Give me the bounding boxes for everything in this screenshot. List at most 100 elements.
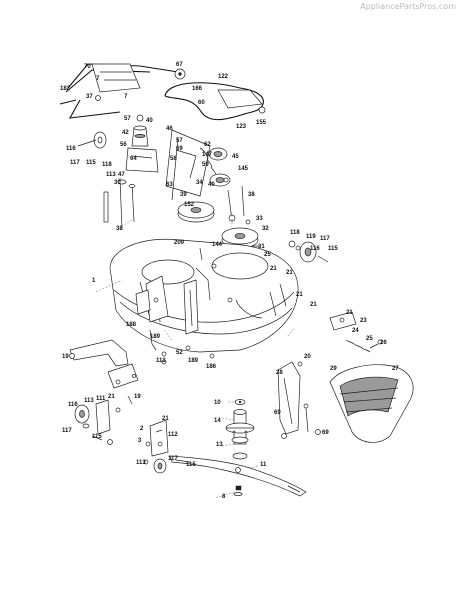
callout-2: 2 xyxy=(140,426,144,432)
callout-42: 42 xyxy=(122,130,129,136)
callout-188: 188 xyxy=(126,322,137,328)
callout-116: 116 xyxy=(68,402,78,408)
callout-7: 7 xyxy=(96,76,100,82)
callout-40: 40 xyxy=(208,182,215,188)
callout-19: 19 xyxy=(134,394,141,400)
callout-57: 57 xyxy=(176,138,183,144)
callout-116: 116 xyxy=(310,246,320,252)
callout-10: 10 xyxy=(214,400,221,406)
callout-189: 189 xyxy=(188,358,199,364)
watermark: AppliancePartsPros.com xyxy=(360,2,456,11)
callout-52: 52 xyxy=(176,350,183,356)
callout-27: 27 xyxy=(392,366,399,372)
callout-113: 113 xyxy=(84,398,94,404)
callout-39: 39 xyxy=(180,192,187,198)
upper-right-gauge-wheel xyxy=(288,240,329,263)
callout-155: 155 xyxy=(256,120,267,126)
callout-21: 21 xyxy=(286,270,293,276)
callout-64: 64 xyxy=(130,156,137,162)
callout-69: 69 xyxy=(322,430,329,436)
spindle-assembly xyxy=(225,399,255,460)
callout-30: 30 xyxy=(114,180,121,186)
callout-119: 119 xyxy=(306,234,316,240)
callout-25: 25 xyxy=(264,252,271,258)
callout-34: 34 xyxy=(196,180,203,186)
callout-166: 166 xyxy=(192,86,203,92)
callout-28: 28 xyxy=(276,370,283,376)
callout-40: 40 xyxy=(146,118,153,124)
callout-23: 23 xyxy=(360,318,367,324)
idler-arm-assembly xyxy=(77,114,159,231)
callout-21: 21 xyxy=(108,394,115,400)
callout-118: 118 xyxy=(102,162,112,168)
lower-left-gauge-wheel xyxy=(74,399,121,445)
callout-38: 38 xyxy=(248,192,255,198)
callout-182: 182 xyxy=(60,86,71,92)
callout-147: 147 xyxy=(202,152,213,158)
callout-113: 113 xyxy=(106,172,116,178)
center-left-gauge-wheel xyxy=(143,419,169,474)
callout-47: 47 xyxy=(118,172,125,178)
callout-69: 69 xyxy=(176,146,183,152)
callout-118: 118 xyxy=(290,230,300,236)
callout-115: 115 xyxy=(328,246,338,252)
callout-117: 117 xyxy=(168,456,178,462)
callout-29: 29 xyxy=(330,366,337,372)
callout-7: 7 xyxy=(124,94,128,100)
callout-26: 26 xyxy=(380,340,387,346)
callout-38: 38 xyxy=(116,226,123,232)
discharge-chute xyxy=(277,361,414,443)
left-deck-brackets xyxy=(135,275,169,365)
callout-112: 112 xyxy=(168,432,178,438)
callout-32: 32 xyxy=(262,226,269,232)
callout-62: 62 xyxy=(204,142,211,148)
callout-113: 113 xyxy=(136,460,146,466)
callout-21: 21 xyxy=(296,292,303,298)
callout-8: 8 xyxy=(222,494,226,500)
callout-57: 57 xyxy=(124,116,131,122)
callout-59: 59 xyxy=(202,162,209,168)
callout-56: 56 xyxy=(120,142,127,148)
mower-deck-housing xyxy=(109,238,299,353)
callout-117: 117 xyxy=(70,160,80,166)
callout-115: 115 xyxy=(92,434,102,440)
callout-11: 11 xyxy=(260,462,267,468)
callout-20: 20 xyxy=(304,354,311,360)
callout-67: 67 xyxy=(176,62,183,68)
callout-25: 25 xyxy=(366,336,373,342)
callout-60: 60 xyxy=(198,100,205,106)
callout-19: 19 xyxy=(62,354,69,360)
right-lower-bolts xyxy=(132,345,321,435)
callout-189: 189 xyxy=(150,334,161,340)
mower-blade xyxy=(169,455,307,497)
callout-113: 113 xyxy=(156,358,166,364)
callout-31: 31 xyxy=(258,244,265,250)
center-deck-bracket xyxy=(183,279,199,335)
callout-45: 45 xyxy=(232,154,239,160)
callout-13: 13 xyxy=(216,442,223,448)
pulley-bracket-assembly xyxy=(165,129,245,221)
callout-21: 21 xyxy=(310,302,317,308)
callout-63: 63 xyxy=(166,182,173,188)
callout-21: 21 xyxy=(162,416,169,422)
callout-117: 117 xyxy=(62,428,72,434)
callout-14: 14 xyxy=(214,418,221,424)
callout-122: 122 xyxy=(218,74,229,80)
callout-117: 117 xyxy=(320,236,330,242)
callout-144: 144 xyxy=(212,242,223,248)
callout-70: 70 xyxy=(84,64,91,70)
callout-33: 33 xyxy=(256,216,263,222)
callout-186: 186 xyxy=(206,364,217,370)
callout-37: 37 xyxy=(86,94,93,100)
callout-116: 116 xyxy=(66,146,76,152)
callout-115: 115 xyxy=(86,160,96,166)
callout-152: 152 xyxy=(184,202,195,208)
drive-belt xyxy=(164,82,266,121)
callout-labels: 70 67 7 7 182 37 166 122 60 123 155 57 4… xyxy=(60,62,399,500)
callout-21: 21 xyxy=(346,310,353,316)
lift-link-assembly xyxy=(59,63,186,119)
callout-69: 69 xyxy=(274,410,281,416)
callout-24: 24 xyxy=(352,328,359,334)
callout-209: 209 xyxy=(174,240,185,246)
